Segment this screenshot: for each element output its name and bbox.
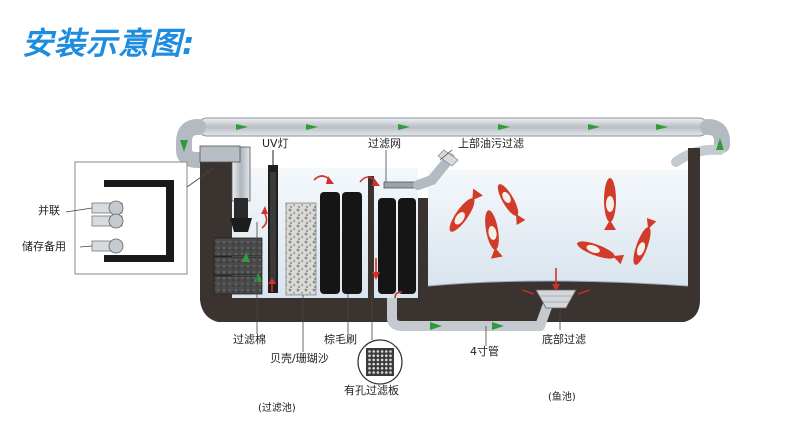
plate-hole [368,367,371,370]
plate-hole [376,350,380,353]
plate-hole [380,354,384,358]
plate-hole [372,358,376,362]
plate-hole [368,362,371,366]
plate-hole [372,367,376,370]
koi-fish [604,178,616,230]
label-filter-net: 过滤网 [368,137,401,150]
plate-hole [389,350,392,353]
plate-hole [380,350,384,353]
leader-lines [65,149,561,352]
bottom-pipe [387,298,553,331]
label-filter-pool: (过滤池) [258,401,296,414]
inset-detail [74,161,215,275]
plate-hole [372,362,376,366]
koi-fish [633,217,657,265]
palm-brushes [320,192,416,294]
koi-fish [497,184,526,226]
label-4inch-pipe: 4寸管 [470,344,499,358]
plate-hole [389,358,392,362]
label-uv-lamp: UV灯 [262,137,289,150]
plate-hole [368,354,371,358]
label-perforated-plate: 有孔过滤板 [344,383,399,397]
filter-pool-internals [199,145,459,299]
label-filter-cotton: 过滤棉 [233,332,266,346]
label-parallel: 并联 [38,203,60,217]
plate-hole [376,371,380,374]
plate-hole [389,354,392,358]
koi-fish [577,241,625,265]
label-shell-coral-sand: 贝壳/珊瑚沙 [270,351,329,365]
plate-hole [389,362,392,366]
plate-hole [376,358,380,362]
label-reserve: 储存备用 [22,239,66,253]
top-pipe-flow-arrows [180,124,724,152]
plate-hole [380,358,384,362]
plate-hole [385,362,388,366]
label-upper-oil-filter: 上部油污过滤 [458,136,524,150]
koi-fish-group [449,178,657,265]
plate-hole [385,371,388,374]
label-fish-pool: (鱼池) [548,390,576,403]
plate-hole [389,371,392,374]
plate-hole [385,367,388,370]
plate-hole [380,367,384,370]
plate-hole [368,371,371,374]
plate-hole [368,358,371,362]
label-bottom-filter: 底部过滤 [542,332,586,346]
bottom-drain [521,268,591,309]
perforated-filter-plate [357,339,403,385]
plate-hole [385,358,388,362]
plate-hole [380,362,384,366]
plate-hole [372,371,376,374]
plate-hole [376,354,380,358]
plate-hole [376,362,380,366]
plate-hole [368,350,371,353]
plate-hole [380,371,384,374]
plate-hole [385,354,388,358]
koi-fish [449,188,483,232]
plate-hole [376,367,380,370]
page-title: 安装示意图: [22,26,196,62]
plate-hole [389,367,392,370]
plate-hole [372,350,376,353]
plate-hole [385,350,388,353]
plate-hole [372,354,376,358]
koi-fish [485,210,503,259]
label-palm-brush: 棕毛刷 [324,332,357,346]
